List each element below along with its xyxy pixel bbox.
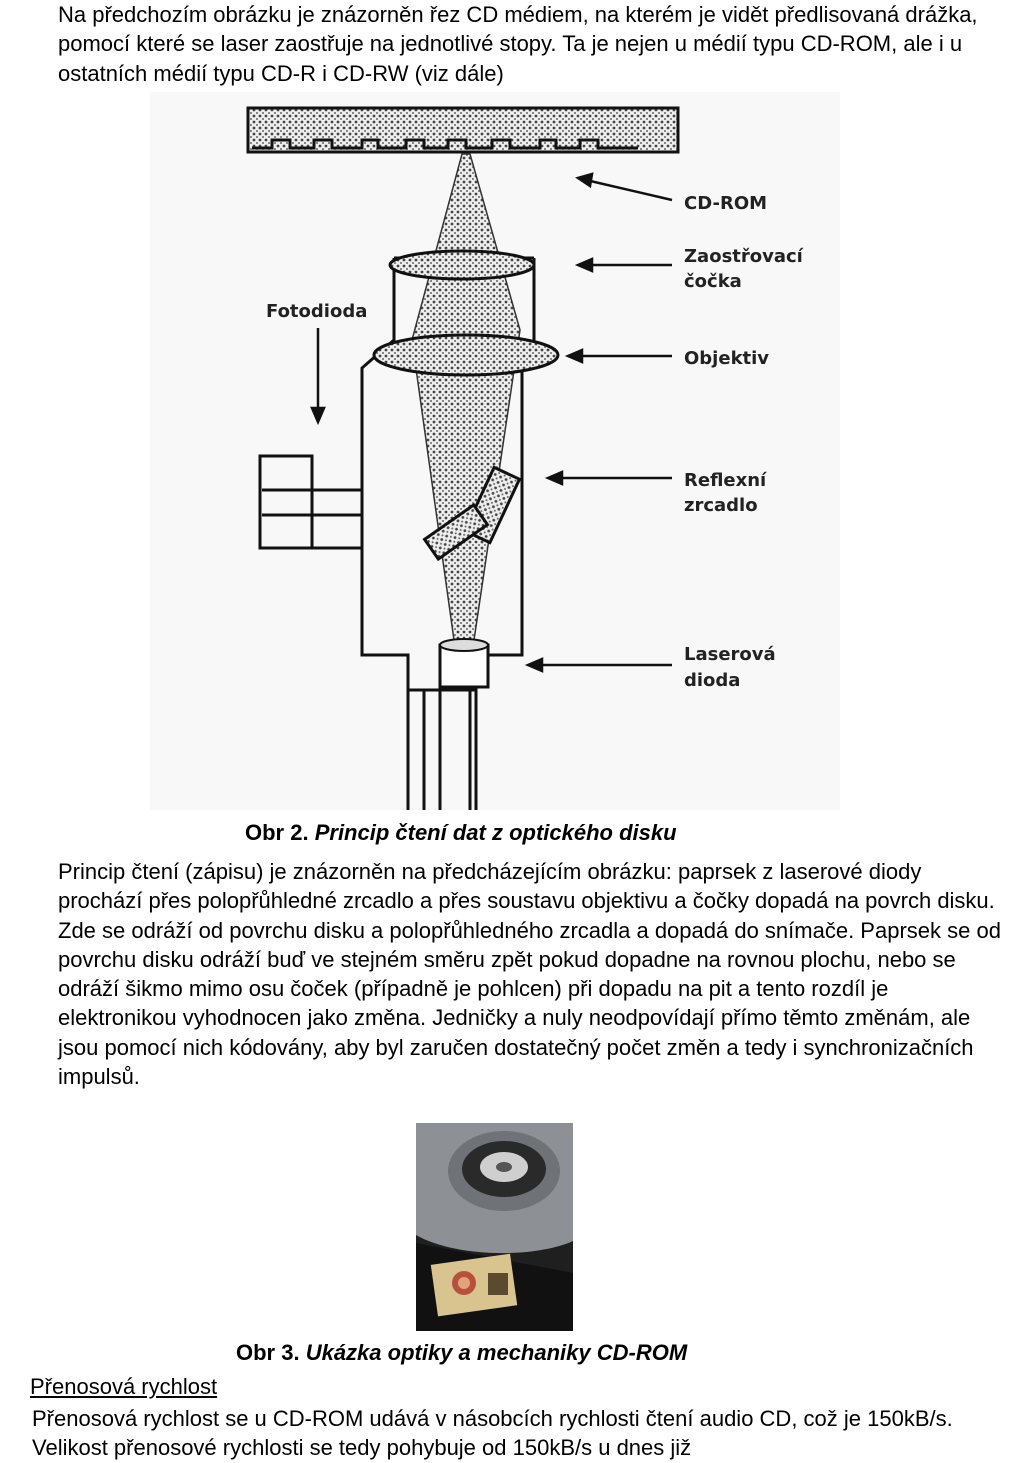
label-arrows [310,172,673,673]
label-laser-diode-1: Laserová [684,644,776,665]
figure1-caption-title: Princip čtení dat z optického disku [314,820,677,845]
section-heading-transfer-rate: Přenosová rychlost [30,1374,218,1399]
intro-paragraph: Na předchozím obrázku je znázorněn řez C… [58,2,978,86]
figure2-caption-title: Ukázka optiky a mechaniky CD-ROM [305,1340,688,1365]
objective-lens [372,333,560,377]
label-focusing-lens-1: Zaostřovací [684,246,804,267]
label-reflex-mirror-1: Reflexní [684,470,767,491]
laser-diode-body [438,638,490,689]
semi-mirror [422,502,490,562]
principle-paragraph: Princip čtení (zápisu) je znázorněn na p… [58,859,1001,1090]
label-photodiode: Fotodioda [266,301,367,322]
label-focusing-lens-2: čočka [684,271,742,292]
cd-disk [246,106,680,154]
optical-reading-diagram: CD-ROM Zaostřovací čočka Fotodioda Objek… [150,92,840,810]
transfer-rate-paragraph: Přenosová rychlost se u CD-ROM udává v n… [32,1406,953,1461]
label-objective: Objektiv [684,348,769,369]
label-reflex-mirror-2: zrcadlo [684,495,758,516]
label-laser-diode-2: dioda [684,670,740,691]
figure1-caption: Obr 2. Princip čtení dat z optického dis… [245,820,677,846]
cdrom-mechanics-photo [416,1123,573,1331]
figure2-caption-number: Obr 3. [236,1340,300,1365]
figure2-caption: Obr 3. Ukázka optiky a mechaniky CD-ROM [236,1340,687,1366]
focusing-lens [388,249,536,281]
figure1-caption-number: Obr 2. [245,820,309,845]
label-cdrom: CD-ROM [684,193,767,214]
